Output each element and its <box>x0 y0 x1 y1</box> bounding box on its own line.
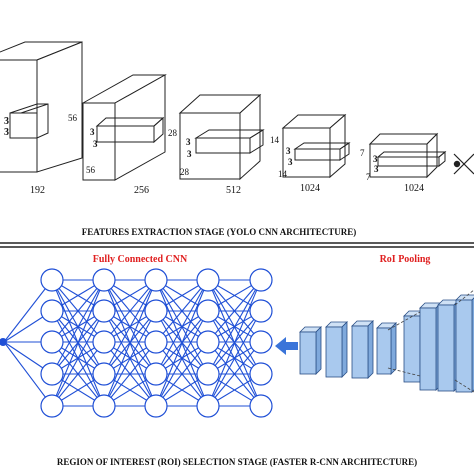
fc-neuron <box>249 362 273 386</box>
fc-connection <box>51 279 105 343</box>
fc-connection <box>207 279 262 343</box>
fc-connection <box>51 310 105 407</box>
fc-neuron <box>144 330 168 354</box>
block4-dim-h: 14 <box>270 135 280 145</box>
fc-neuron <box>92 394 116 418</box>
bottom-caption: REGION OF INTEREST (ROI) SELECTION STAGE… <box>57 457 417 467</box>
roi-pool-block <box>299 326 322 375</box>
feature-block-192 <box>0 41 83 173</box>
fc-connection <box>51 279 105 407</box>
fc-neuron <box>92 330 116 354</box>
block2-dim-k1: 3 <box>90 127 95 137</box>
roi-pool-block <box>351 320 374 379</box>
block2-dim-h: 56 <box>68 113 78 123</box>
input-arrow-icon <box>275 337 298 355</box>
block5-label: 1024 <box>404 183 424 194</box>
block3-dim-k1: 3 <box>186 137 191 147</box>
fc-neuron <box>40 330 64 354</box>
fc-connection <box>103 279 157 343</box>
block5-dim-k1: 3 <box>373 154 378 164</box>
fc-neuron <box>196 268 220 292</box>
block4-dim-w: 14 <box>278 169 288 179</box>
fc-connection <box>155 279 209 407</box>
fc-connection <box>207 279 262 407</box>
roi-pool-block <box>325 321 348 378</box>
fc-connection <box>207 279 262 375</box>
top-caption: FEATURES EXTRACTION STAGE (YOLO CNN ARCH… <box>82 227 356 237</box>
roi-projection-lines <box>387 289 474 393</box>
block1-dim-b: 3 <box>4 127 9 138</box>
roi-pool-block <box>455 294 474 393</box>
fc-neuron <box>196 394 220 418</box>
fc-connection <box>207 310 262 407</box>
fc-connection <box>51 279 105 375</box>
block1-dim-a: 3 <box>4 116 9 127</box>
block5-dim-k2: 3 <box>374 164 379 174</box>
fc-connection <box>155 310 209 407</box>
fc-output-connection <box>3 341 53 407</box>
fc-neuron <box>40 268 64 292</box>
block3-dim-h: 28 <box>168 128 178 138</box>
fc-connection <box>103 279 157 375</box>
fc-neuron <box>196 299 220 323</box>
block4-dim-k1: 3 <box>286 146 291 156</box>
fc-neuron <box>144 268 168 292</box>
fc-output-connection <box>3 279 53 343</box>
fc-connection <box>51 341 105 407</box>
fc-neuron <box>249 299 273 323</box>
roi-title: RoI Pooling <box>380 254 431 265</box>
block3-label: 512 <box>226 185 241 196</box>
fc-neuron <box>144 299 168 323</box>
block4-label: 1024 <box>300 183 320 194</box>
feature-block-1024-b <box>368 132 447 179</box>
fc-neuron <box>249 268 273 292</box>
fc-connection <box>155 279 209 375</box>
feature-block-256 <box>81 74 167 181</box>
feature-block-1024-a <box>281 113 351 179</box>
fc-connector-icon <box>453 153 474 175</box>
fc-connection <box>103 341 157 407</box>
fc-connection <box>103 279 157 407</box>
roi-pool-block <box>376 322 397 375</box>
fc-neuron <box>249 394 273 418</box>
block3-dim-w: 28 <box>180 167 190 177</box>
fc-connection <box>207 341 262 407</box>
fc-connection <box>155 341 209 407</box>
fc-neuron <box>196 362 220 386</box>
fc-neuron <box>144 394 168 418</box>
fc-connection <box>103 310 157 407</box>
yolo-feature-extraction: 3 3 192 56 56 3 3 256 28 28 3 3 512 <box>0 41 474 237</box>
roi-pooling-blocks <box>299 294 474 393</box>
fc-neuron <box>92 299 116 323</box>
fc-title: Fully Connected CNN <box>93 254 188 265</box>
fc-connection <box>155 279 209 343</box>
fc-neuron <box>92 362 116 386</box>
block2-dim-k2: 3 <box>93 139 98 149</box>
fc-neuron <box>40 394 64 418</box>
fc-neuron <box>92 268 116 292</box>
fc-neuron <box>40 362 64 386</box>
block4-dim-k2: 3 <box>288 157 293 167</box>
fc-neuron <box>249 330 273 354</box>
fc-neuron <box>144 362 168 386</box>
stage-separator <box>0 242 474 248</box>
block5-dim-h: 7 <box>360 148 365 158</box>
faster-rcnn-roi-selection: Fully Connected CNN RoI Pooling REGION O… <box>0 254 474 467</box>
fc-neuron <box>40 299 64 323</box>
fully-connected-network <box>0 268 273 418</box>
feature-block-512 <box>178 93 265 181</box>
fc-neuron <box>196 330 220 354</box>
block1-label: 192 <box>30 185 45 196</box>
block3-dim-k2: 3 <box>187 149 192 159</box>
block2-dim-w: 56 <box>86 165 96 175</box>
block5-dim-w: 7 <box>366 172 371 182</box>
block2-label: 256 <box>134 185 149 196</box>
